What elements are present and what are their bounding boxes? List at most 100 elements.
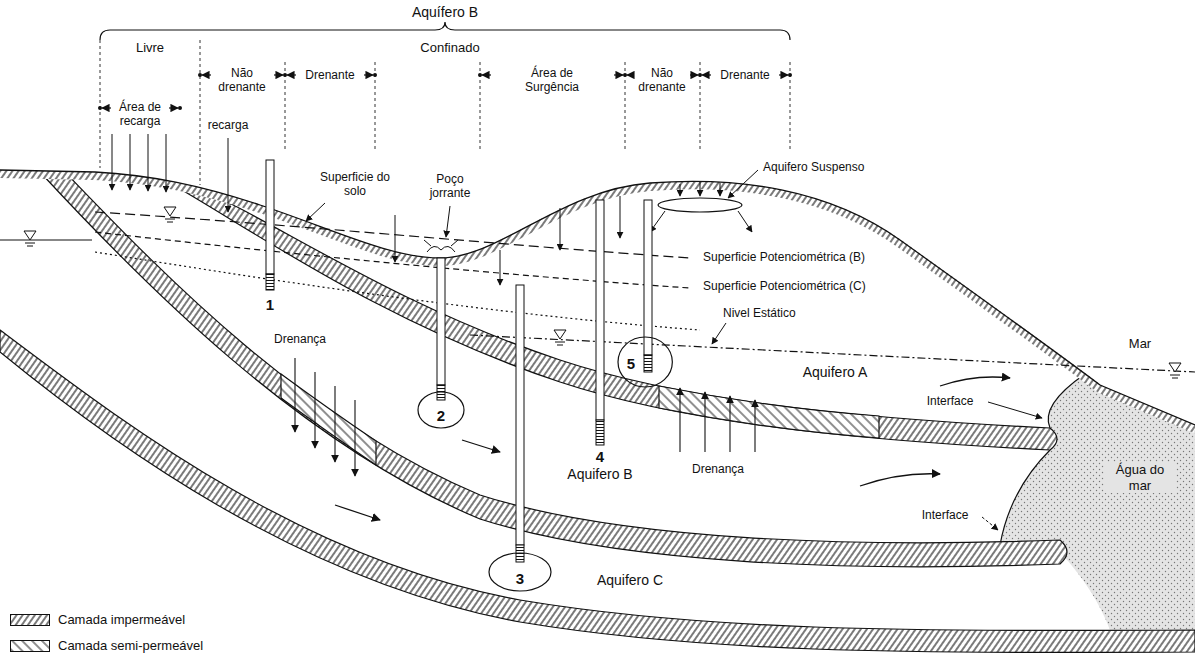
zone-label: Não drenante xyxy=(211,66,273,95)
flow-arrow xyxy=(335,505,380,520)
interface-label: Interface xyxy=(926,394,975,408)
potentiometric-surface xyxy=(95,252,700,330)
interface-line xyxy=(1000,450,1050,545)
interface-line xyxy=(1000,374,1085,545)
leakage-arrow xyxy=(354,400,355,476)
recharge-arrow xyxy=(166,134,167,192)
well xyxy=(266,160,274,274)
zone-dot xyxy=(623,73,627,77)
legend-text: Camada semi-permeável xyxy=(58,638,203,653)
impermeable-layer xyxy=(40,172,1067,567)
sea-label: Água do mar xyxy=(1104,462,1176,493)
ground-surface xyxy=(0,174,1195,429)
impermeable-layer xyxy=(0,172,1195,653)
zone-dot xyxy=(478,73,482,77)
leakage-label: Drenança xyxy=(691,462,745,476)
zone-dot xyxy=(698,73,702,77)
surface-label: Superficie do solo xyxy=(316,170,394,199)
recharge-arrow xyxy=(620,196,621,238)
well xyxy=(266,274,274,290)
artesian-splash xyxy=(424,240,458,252)
zone-arrow xyxy=(702,74,711,75)
leakage-arrow xyxy=(679,388,680,452)
zone-arrow xyxy=(627,74,634,75)
leader-line xyxy=(728,170,758,198)
legend-swatch xyxy=(11,614,50,625)
perched-aquifer-lens xyxy=(658,198,742,212)
well xyxy=(516,285,524,545)
recharge-arrow xyxy=(148,134,149,191)
aquifer-title: Aquífero B xyxy=(411,4,479,21)
legend-swatch xyxy=(10,614,50,626)
legend-row: Camada impermeável xyxy=(10,612,185,627)
zone-dot xyxy=(373,73,377,77)
legend-text: Camada impermeável xyxy=(58,612,185,627)
ground-surface xyxy=(0,170,1195,425)
leakage-arrow xyxy=(754,400,755,452)
callout-outline xyxy=(489,553,551,591)
bracket xyxy=(100,22,790,40)
flow-arrow xyxy=(335,377,1010,520)
well-label: Poço jorrante xyxy=(417,172,483,201)
callout-number: 1 xyxy=(265,296,275,314)
aquifer-label: Aquifero B xyxy=(566,466,633,483)
recharge-arrow xyxy=(112,134,752,285)
zone-arrow xyxy=(690,74,698,75)
recharge-arrow xyxy=(720,183,721,196)
zone-label: Confinado xyxy=(419,40,480,56)
zone-arrow xyxy=(274,74,283,75)
water-level-symbol xyxy=(555,342,565,345)
callout-outline xyxy=(418,392,464,428)
ground-surface xyxy=(0,170,1195,429)
zone-arrow xyxy=(102,107,111,108)
zone-arrow xyxy=(482,74,491,75)
leakage-arrow xyxy=(294,358,295,432)
zone-label: Livre xyxy=(135,40,165,56)
zone-dot xyxy=(98,106,102,110)
zone-label: Área de recarga xyxy=(113,100,167,129)
interface-line xyxy=(1048,374,1085,428)
semi-permeable-layer xyxy=(659,386,879,438)
interface-label: Interface xyxy=(921,508,970,522)
semi-permeable-layer xyxy=(281,374,879,465)
callout-circle: 5 xyxy=(617,336,673,388)
well xyxy=(644,200,652,355)
leader-line xyxy=(712,323,726,344)
water-level-symbol xyxy=(25,243,35,246)
zone-dot xyxy=(178,106,182,110)
flow-arrow xyxy=(462,440,500,452)
recharge-label: recarga xyxy=(207,118,250,132)
callout-outline xyxy=(617,336,673,388)
recharge-arrow xyxy=(560,208,561,250)
well xyxy=(437,258,445,385)
water-level-symbol xyxy=(24,231,36,240)
perched-aquifer-lens xyxy=(658,198,742,212)
level-label: Nivel Estático xyxy=(722,306,797,320)
leakage-label: Drenança xyxy=(273,332,327,346)
callout-number: 3 xyxy=(516,570,524,588)
legend-swatch xyxy=(10,640,50,652)
zone-dot xyxy=(283,73,287,77)
callout-circle: 3 xyxy=(488,552,552,592)
surface-label: Superficie Potenciométrica (C) xyxy=(702,279,867,293)
water-level-symbol xyxy=(1169,363,1181,372)
flow-arrow xyxy=(940,377,1010,386)
leader-line xyxy=(982,517,998,530)
zone-arrow xyxy=(202,74,211,75)
zone-divider xyxy=(100,40,790,185)
legend-row: Camada semi-permeável xyxy=(10,638,203,653)
recharge-arrow xyxy=(680,184,681,196)
potentiometric-surface xyxy=(95,212,700,330)
zone-arrow xyxy=(364,74,373,75)
zone-arrow xyxy=(169,107,178,108)
flow-arrow xyxy=(860,474,940,486)
callout-number: 5 xyxy=(627,355,635,373)
water-level-symbol xyxy=(554,330,566,339)
zone-divider xyxy=(100,40,101,168)
leakage-arrow xyxy=(729,396,730,452)
artesian-splash xyxy=(424,240,458,252)
